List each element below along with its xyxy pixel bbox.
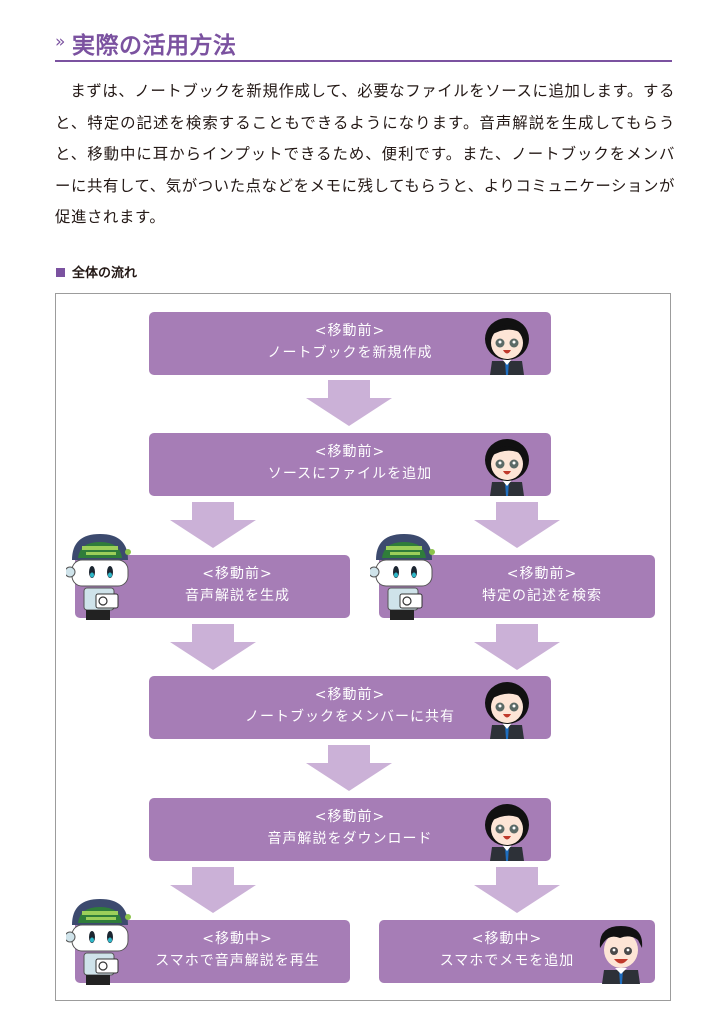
down-arrow-icon [306, 745, 392, 791]
step-action: ノートブックを新規作成 [267, 345, 433, 361]
down-arrow-icon [474, 502, 560, 548]
woman-icon [485, 318, 529, 375]
step-phase: <移動前> [314, 687, 386, 703]
flow-diagram-frame [55, 293, 671, 1001]
step-phase: <移動中> [471, 931, 543, 947]
step-phase: <移動中> [202, 931, 273, 947]
flow-heading: 全体の流れ [56, 262, 137, 281]
man-icon [599, 926, 643, 984]
step-action: ソースにファイルを追加 [267, 466, 433, 482]
robot-icon [66, 534, 131, 620]
step-action: 音声解説を生成 [185, 588, 290, 604]
flow-step-create-notebook: <移動前> ノートブックを新規作成 [149, 312, 551, 375]
step-action: スマホで音声解説を再生 [155, 953, 320, 969]
step-action: ノートブックをメンバーに共有 [245, 709, 455, 725]
step-phase: <移動前> [506, 566, 578, 582]
body-paragraph: まずは、ノートブックを新規作成して、必要なファイルをソースに追加します。すると、… [55, 82, 675, 226]
robot-icon [370, 534, 435, 620]
flow-step-add-source: <移動前> ソースにファイルを追加 [149, 433, 551, 496]
flow-heading-text: 全体の流れ [72, 266, 138, 281]
section-title: 実際の活用方法 [72, 33, 237, 59]
section-heading: » 実際の活用方法 [55, 26, 672, 62]
step-phase: <移動前> [314, 444, 386, 460]
step-phase: <移動前> [202, 566, 273, 582]
flow-step-download-audio: <移動前> 音声解説をダウンロード [149, 798, 551, 861]
woman-icon [485, 804, 529, 861]
flow-step-share: <移動前> ノートブックをメンバーに共有 [149, 676, 551, 739]
flow-step-generate-audio: <移動前> 音声解説を生成 [75, 555, 350, 618]
step-phase: <移動前> [314, 323, 386, 339]
woman-icon [485, 439, 529, 496]
down-arrow-icon [306, 380, 392, 426]
double-chevron-icon: » [55, 32, 66, 52]
down-arrow-icon [170, 624, 256, 670]
step-action: スマホでメモを追加 [439, 953, 575, 969]
step-action: 音声解説をダウンロード [267, 831, 433, 847]
down-arrow-icon [474, 624, 560, 670]
woman-icon [485, 682, 529, 739]
down-arrow-icon [474, 867, 560, 913]
step-phase: <移動前> [314, 809, 386, 825]
square-bullet-icon [56, 268, 65, 277]
down-arrow-icon [170, 867, 256, 913]
step-action: 特定の記述を検索 [482, 588, 602, 604]
down-arrow-icon [170, 502, 256, 548]
robot-icon [66, 899, 131, 985]
